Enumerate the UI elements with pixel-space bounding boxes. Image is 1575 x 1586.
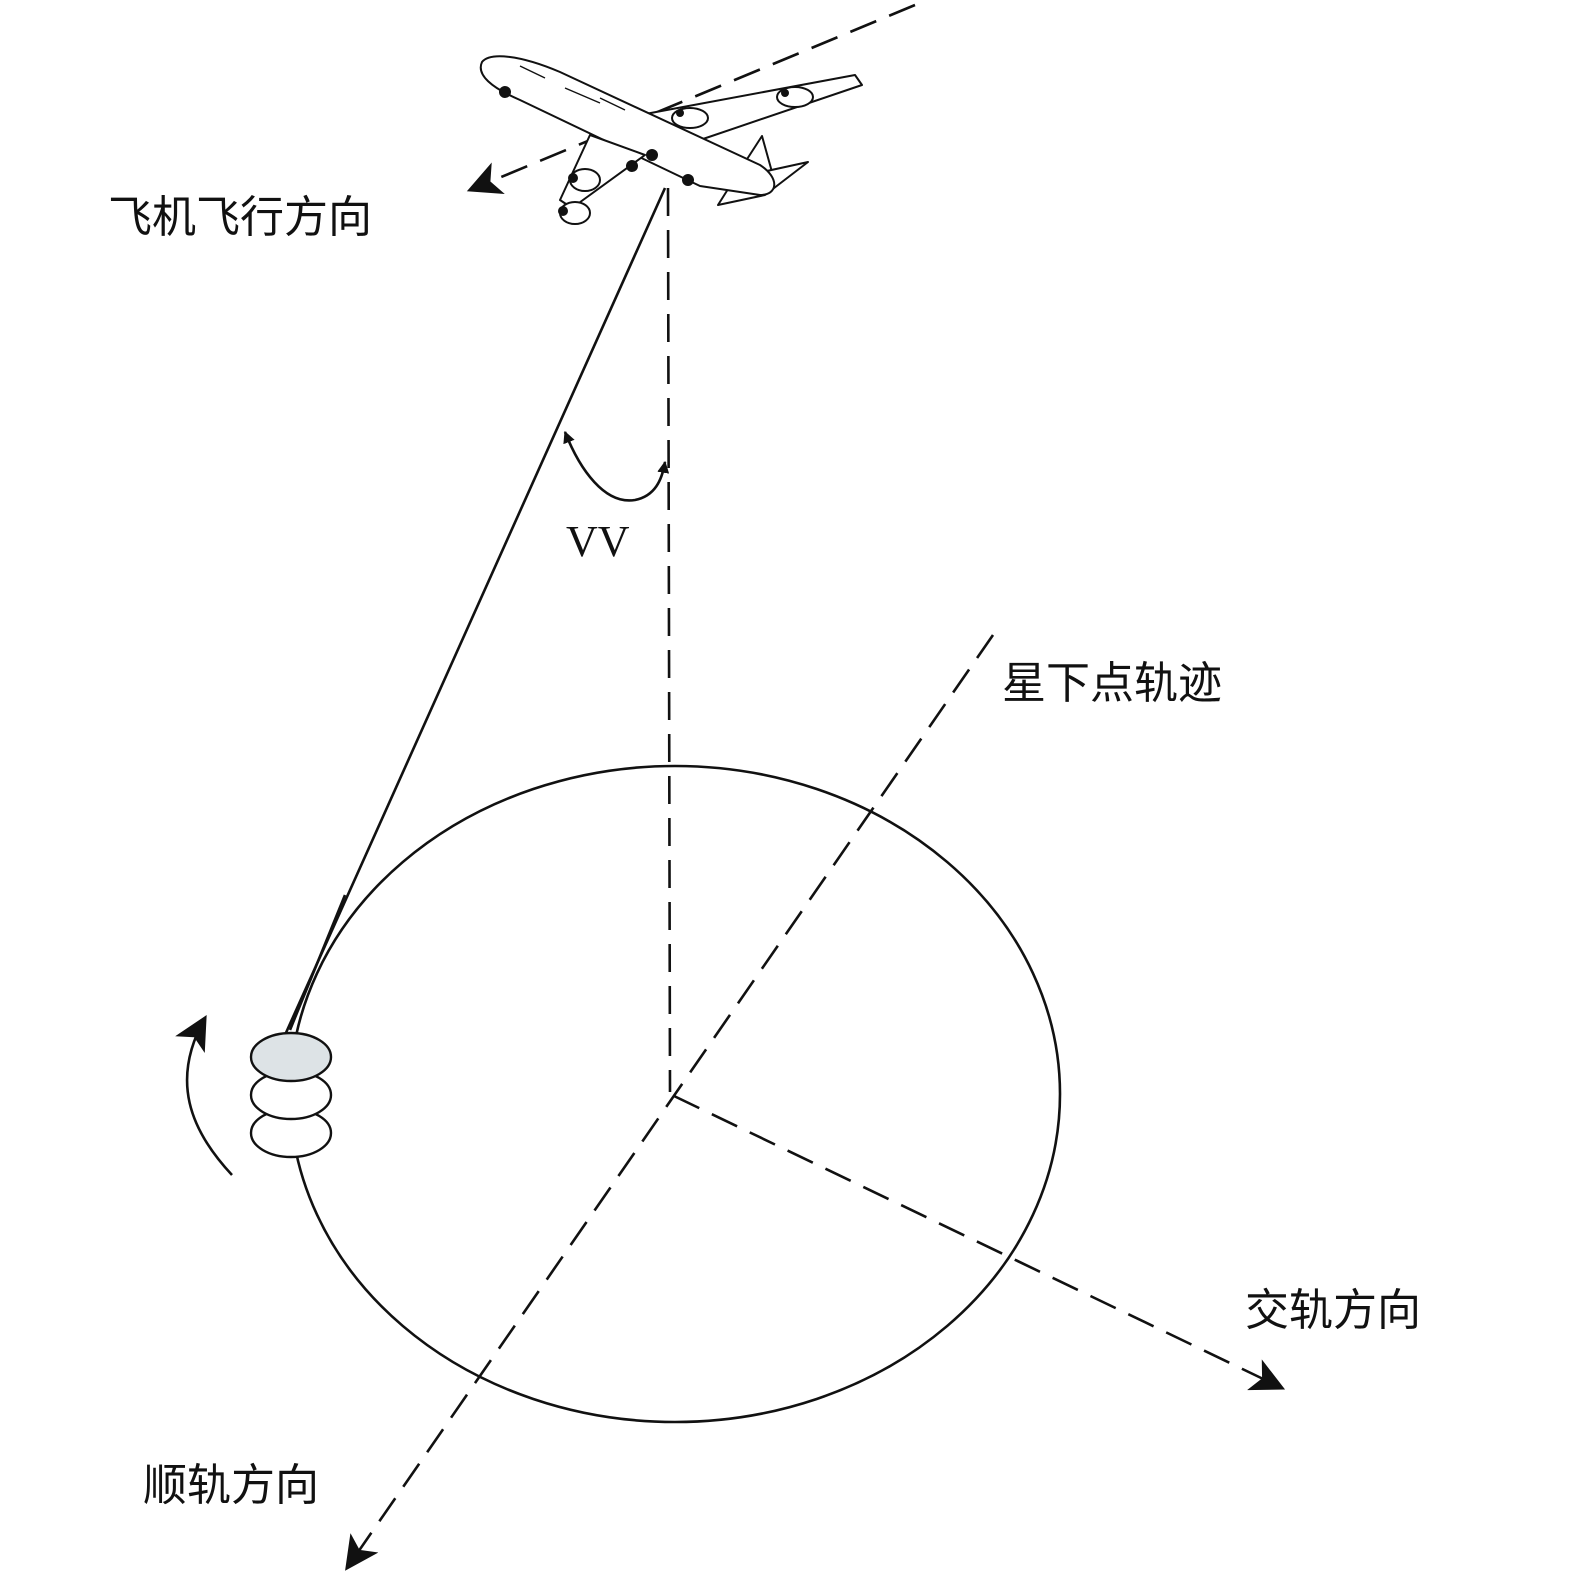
nadir-track-axis bbox=[345, 634, 995, 1571]
angle-label: VV bbox=[566, 517, 630, 566]
slant-beam-line bbox=[283, 187, 667, 1036]
flight-direction-axis bbox=[466, 3, 916, 194]
flight-direction-label: 飞机飞行方向 bbox=[108, 192, 372, 243]
nadir-line bbox=[666, 187, 672, 1093]
incidence-angle-arc bbox=[563, 430, 670, 502]
rotation-arrow-icon bbox=[175, 1015, 233, 1176]
nadir-track-label: 星下点轨迹 bbox=[1002, 658, 1222, 709]
aircraft-icon bbox=[479, 55, 863, 225]
footprint-icon bbox=[249, 1031, 333, 1159]
cross-track-label: 交轨方向 bbox=[1245, 1285, 1421, 1336]
along-track-label: 顺轨方向 bbox=[143, 1460, 319, 1511]
cross-track-axis bbox=[673, 1094, 1286, 1391]
slant-beam-line-2 bbox=[288, 894, 347, 1031]
